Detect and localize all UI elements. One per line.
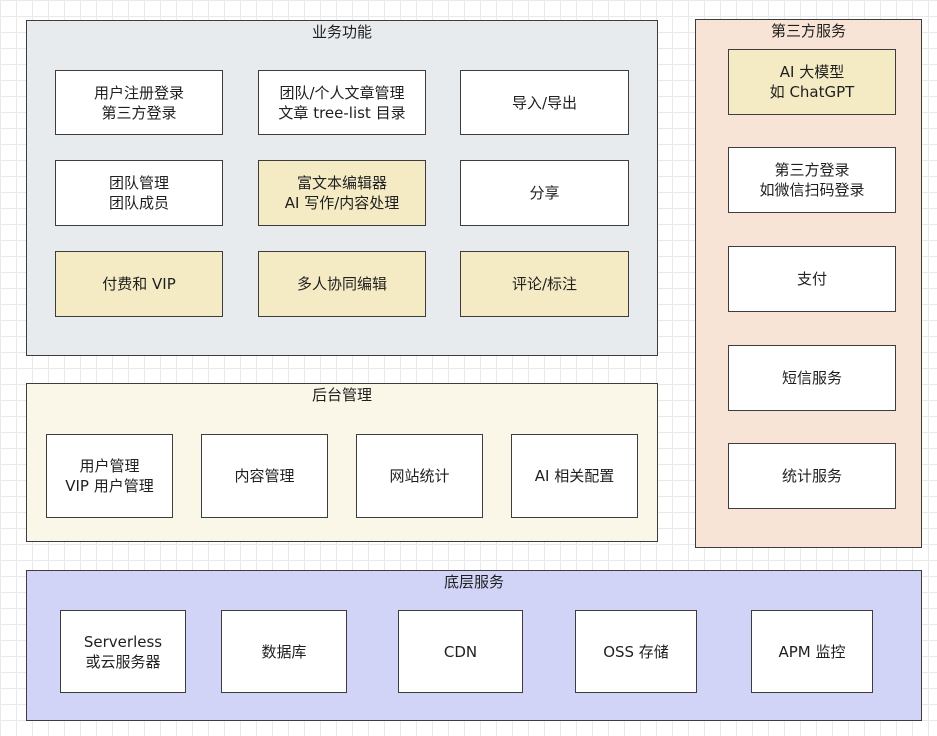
thirdparty-item-ai-model: AI 大模型 如 ChatGPT [728,49,896,115]
business-item-rich-editor: 富文本编辑器 AI 写作/内容处理 [258,160,426,226]
thirdparty-item-stats: 统计服务 [728,443,896,509]
business-item-share: 分享 [460,160,629,226]
thirdparty-item-third-login: 第三方登录 如微信扫码登录 [728,147,896,213]
thirdparty-item-sms: 短信服务 [728,345,896,411]
business-item-vip: 付费和 VIP [55,251,223,317]
business-item-team-manage: 团队管理 团队成员 [55,160,223,226]
business-item-comment: 评论/标注 [460,251,629,317]
thirdparty-item-payment: 支付 [728,246,896,312]
business-item-user-login: 用户注册登录 第三方登录 [55,70,223,135]
infra-item-oss: OSS 存储 [575,610,697,693]
infra-item-cdn: CDN [398,610,523,693]
infra-item-database: 数据库 [221,610,347,693]
infra-title: 底层服务 [443,573,504,591]
business-title: 业务功能 [311,23,372,41]
business-item-collab-edit: 多人协同编辑 [258,251,426,317]
infra-item-apm: APM 监控 [751,610,873,693]
thirdparty-title: 第三方服务 [770,22,846,40]
backend-title: 后台管理 [311,386,372,404]
backend-item-site-stats: 网站统计 [356,434,483,518]
backend-item-user-manage: 用户管理 VIP 用户管理 [46,434,173,518]
business-item-import-export: 导入/导出 [460,70,629,135]
infra-item-serverless: Serverless 或云服务器 [60,610,186,693]
backend-item-ai-config: AI 相关配置 [511,434,638,518]
business-item-article-manage: 团队/个人文章管理 文章 tree-list 目录 [258,70,426,135]
backend-item-content-manage: 内容管理 [201,434,328,518]
